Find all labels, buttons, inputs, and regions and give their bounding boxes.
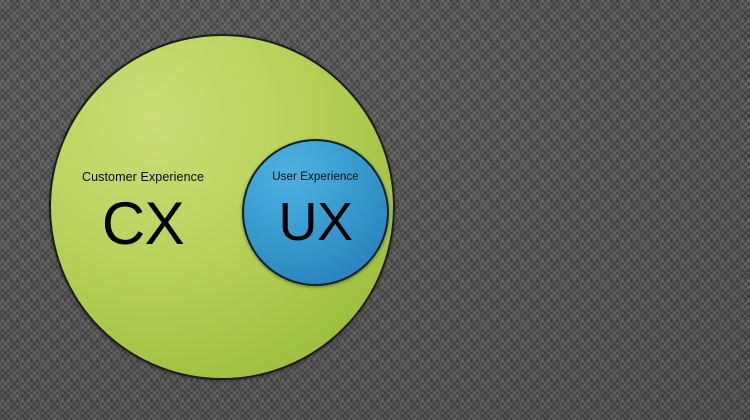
cx-acronym: CX <box>101 190 185 257</box>
cx-label-group: Customer Experience CX <box>57 170 229 254</box>
ux-circle[interactable] <box>242 139 389 286</box>
ux-label-group: User Experience UX <box>244 170 387 249</box>
ux-acronym: UX <box>278 192 353 252</box>
ux-caption: User Experience <box>272 171 359 183</box>
cx-caption: Customer Experience <box>81 170 205 184</box>
